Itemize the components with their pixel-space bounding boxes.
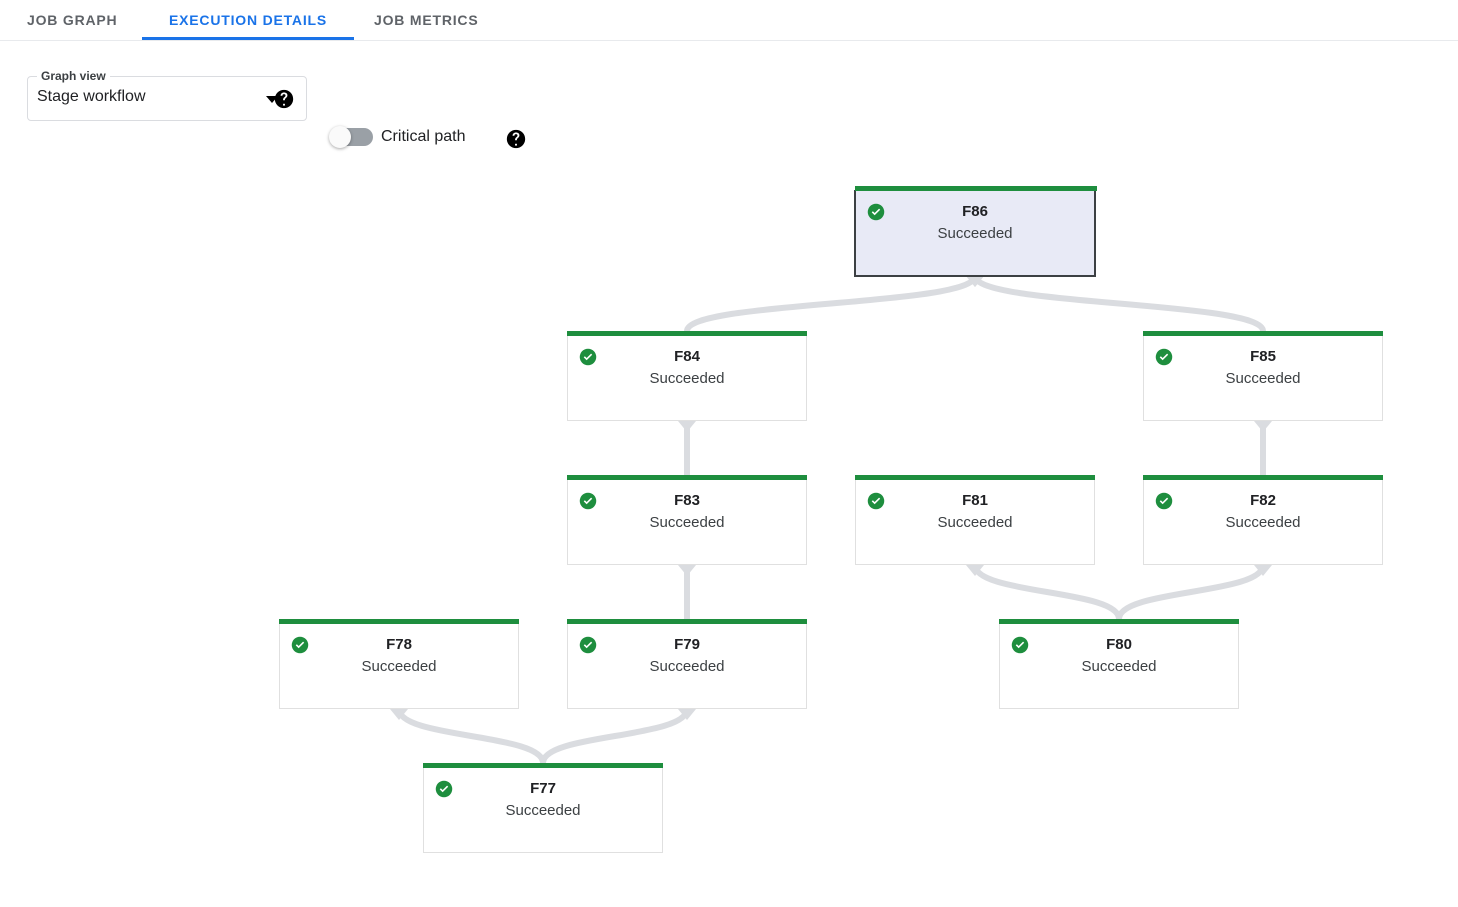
check-circle-icon: [579, 348, 597, 366]
node-status-text: Succeeded: [1225, 514, 1301, 531]
critical-path-label: Critical path: [381, 128, 466, 145]
graph-edge-f78-f77: [396, 706, 546, 766]
node-title: F78: [386, 636, 412, 653]
node-status-text: Succeeded: [361, 658, 437, 675]
graph-edge-tail: [678, 421, 696, 432]
critical-path-toggle[interactable]: [329, 126, 373, 148]
node-title: F85: [1250, 348, 1276, 365]
node-title: F80: [1106, 636, 1132, 653]
check-circle-icon: [291, 636, 309, 654]
node-status-bar: [999, 619, 1239, 624]
graph-view-label: Graph view: [37, 69, 110, 83]
help-icon-critical-path[interactable]: [506, 129, 526, 149]
tab-job-metrics[interactable]: JOB METRICS: [374, 0, 478, 40]
node-status-text: Succeeded: [649, 658, 725, 675]
check-circle-icon: [867, 203, 885, 221]
node-status-text: Succeeded: [1081, 658, 1157, 675]
graph-edge-f79-f77: [540, 706, 690, 766]
node-title: F83: [674, 492, 700, 509]
node-title: F86: [962, 203, 988, 220]
graph-edge-f86-f84: [684, 273, 978, 334]
active-tab-indicator: [142, 37, 355, 40]
node-title: F79: [674, 636, 700, 653]
graph-edge-f81-f80: [972, 562, 1122, 622]
graph-edge-tail: [678, 565, 696, 576]
node-status-bar: [279, 619, 519, 624]
check-circle-icon: [435, 780, 453, 798]
node-status-text: Succeeded: [937, 225, 1013, 242]
node-status-text: Succeeded: [1225, 370, 1301, 387]
graph-edge-tail: [966, 276, 984, 287]
node-title: F84: [674, 348, 700, 365]
tab-execution-details-label: EXECUTION DETAILS: [169, 12, 328, 28]
tab-execution-details[interactable]: EXECUTION DETAILS: [142, 0, 355, 40]
check-circle-icon: [579, 636, 597, 654]
node-status-text: Succeeded: [505, 802, 581, 819]
node-status-bar: [567, 475, 807, 480]
check-circle-icon: [1155, 348, 1173, 366]
graph-edge-tail: [390, 709, 408, 720]
node-status-text: Succeeded: [649, 514, 725, 531]
node-status-bar: [1143, 475, 1383, 480]
graph-edge-f86-f85: [972, 273, 1266, 334]
graph-edge-tail: [1254, 421, 1272, 432]
graph-edge-f82-f80: [1116, 562, 1266, 622]
node-title: F77: [530, 780, 556, 797]
tab-job-graph-label: JOB GRAPH: [27, 12, 118, 28]
node-status-bar: [567, 619, 807, 624]
node-status-bar: [1143, 331, 1383, 336]
check-circle-icon: [579, 492, 597, 510]
graph-view-select[interactable]: Graph view Stage workflow: [27, 69, 307, 121]
check-circle-icon: [1155, 492, 1173, 510]
help-icon-graph-view[interactable]: [274, 89, 294, 109]
node-status-bar: [567, 331, 807, 336]
toggle-thumb: [329, 126, 351, 148]
tab-job-metrics-label: JOB METRICS: [374, 12, 479, 28]
tab-bar: JOB GRAPH EXECUTION DETAILS JOB METRICS: [0, 0, 1458, 41]
node-status-bar: [855, 186, 1097, 191]
check-circle-icon: [1011, 636, 1029, 654]
graph-edge-tail: [1254, 565, 1272, 576]
graph-edge-tail: [966, 565, 984, 576]
node-status-text: Succeeded: [937, 514, 1013, 531]
check-circle-icon: [867, 492, 885, 510]
node-status-text: Succeeded: [649, 370, 725, 387]
graph-edge-layer: [390, 273, 1272, 766]
graph-edge-tail: [678, 709, 696, 720]
toolbar: Graph view Stage workflow Critical path: [0, 41, 1458, 149]
node-status-bar: [423, 763, 663, 768]
node-title: F82: [1250, 492, 1276, 509]
tab-job-graph[interactable]: JOB GRAPH: [27, 0, 117, 40]
graph-view-value: Stage workflow: [37, 88, 146, 105]
chevron-down-icon: [266, 96, 278, 103]
node-title: F81: [962, 492, 988, 509]
node-status-bar: [855, 475, 1095, 480]
